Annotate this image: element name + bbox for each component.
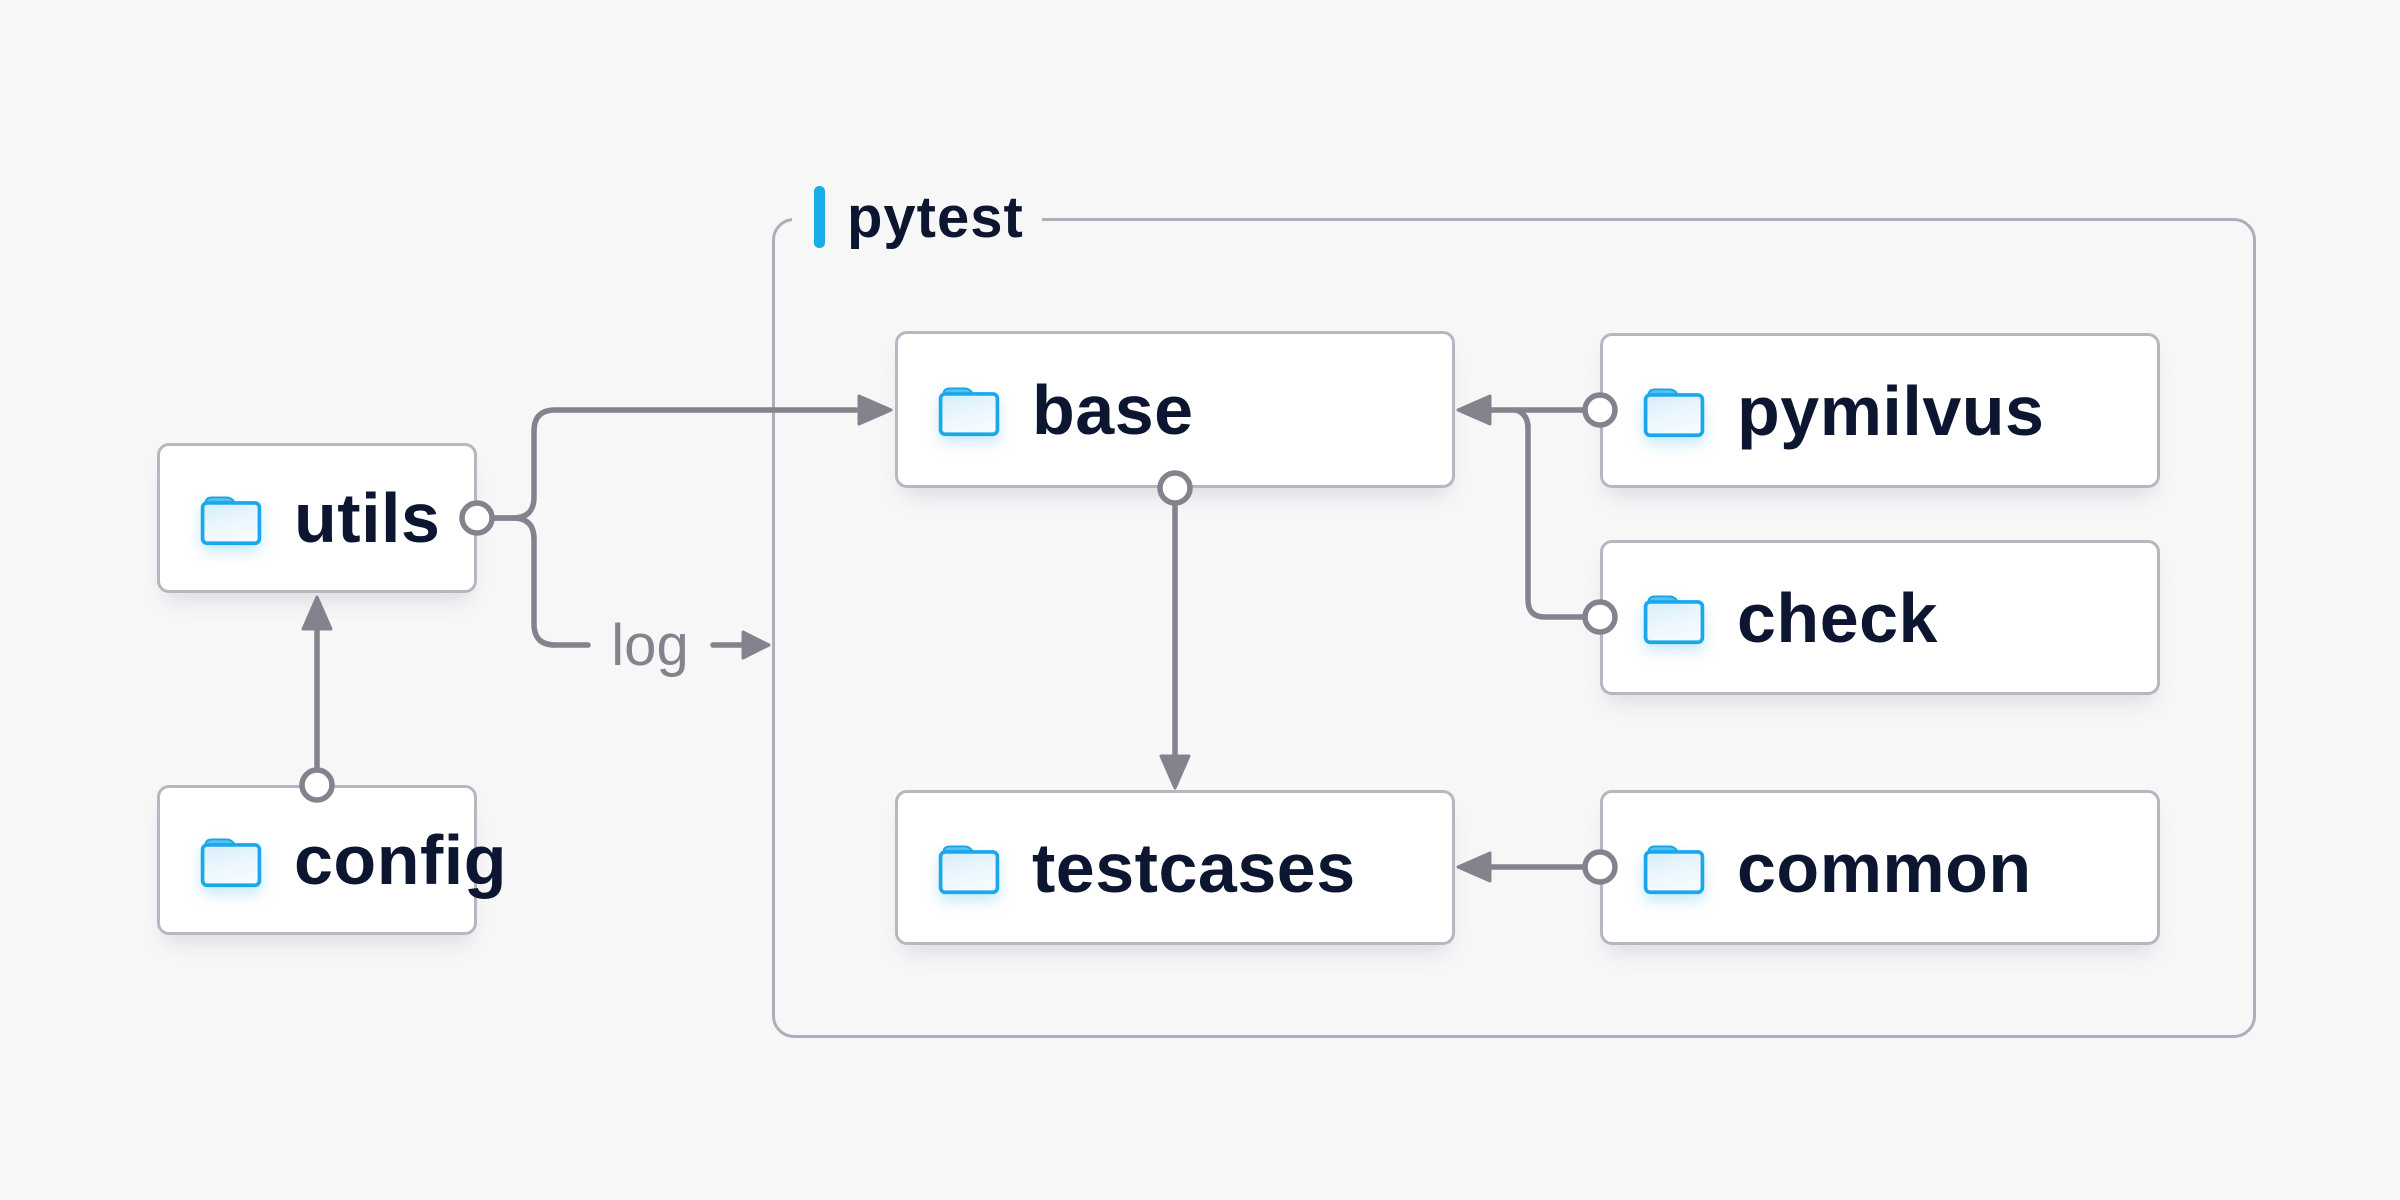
group-label-text: pytest xyxy=(847,184,1024,250)
accent-bar xyxy=(814,186,825,248)
node-testcases: testcases xyxy=(895,790,1455,945)
node-label: check xyxy=(1737,578,1938,657)
node-pymilvus: pymilvus xyxy=(1600,333,2160,488)
node-label: utils xyxy=(294,479,441,557)
folder-icon xyxy=(198,832,264,889)
pytest-group-label: pytest xyxy=(792,184,1042,250)
folder-icon xyxy=(1641,382,1707,439)
folder-icon xyxy=(936,839,1002,896)
node-label: testcases xyxy=(1032,828,1356,907)
node-base: base xyxy=(895,331,1455,488)
node-label: config xyxy=(294,821,507,899)
folder-icon xyxy=(198,490,264,547)
folder-icon xyxy=(1641,589,1707,646)
edge-config-utils xyxy=(299,595,335,803)
node-label: common xyxy=(1737,828,2032,907)
pytest-group-box xyxy=(772,218,2256,1038)
node-label: pymilvus xyxy=(1737,371,2045,450)
node-check: check xyxy=(1600,540,2160,695)
edge-label-log: log xyxy=(611,612,689,678)
node-config: config xyxy=(157,785,506,935)
folder-icon xyxy=(936,381,1002,438)
node-common: common xyxy=(1600,790,2160,945)
node-utils: utils xyxy=(157,443,477,593)
node-label: base xyxy=(1032,370,1194,449)
folder-icon xyxy=(1641,839,1707,896)
